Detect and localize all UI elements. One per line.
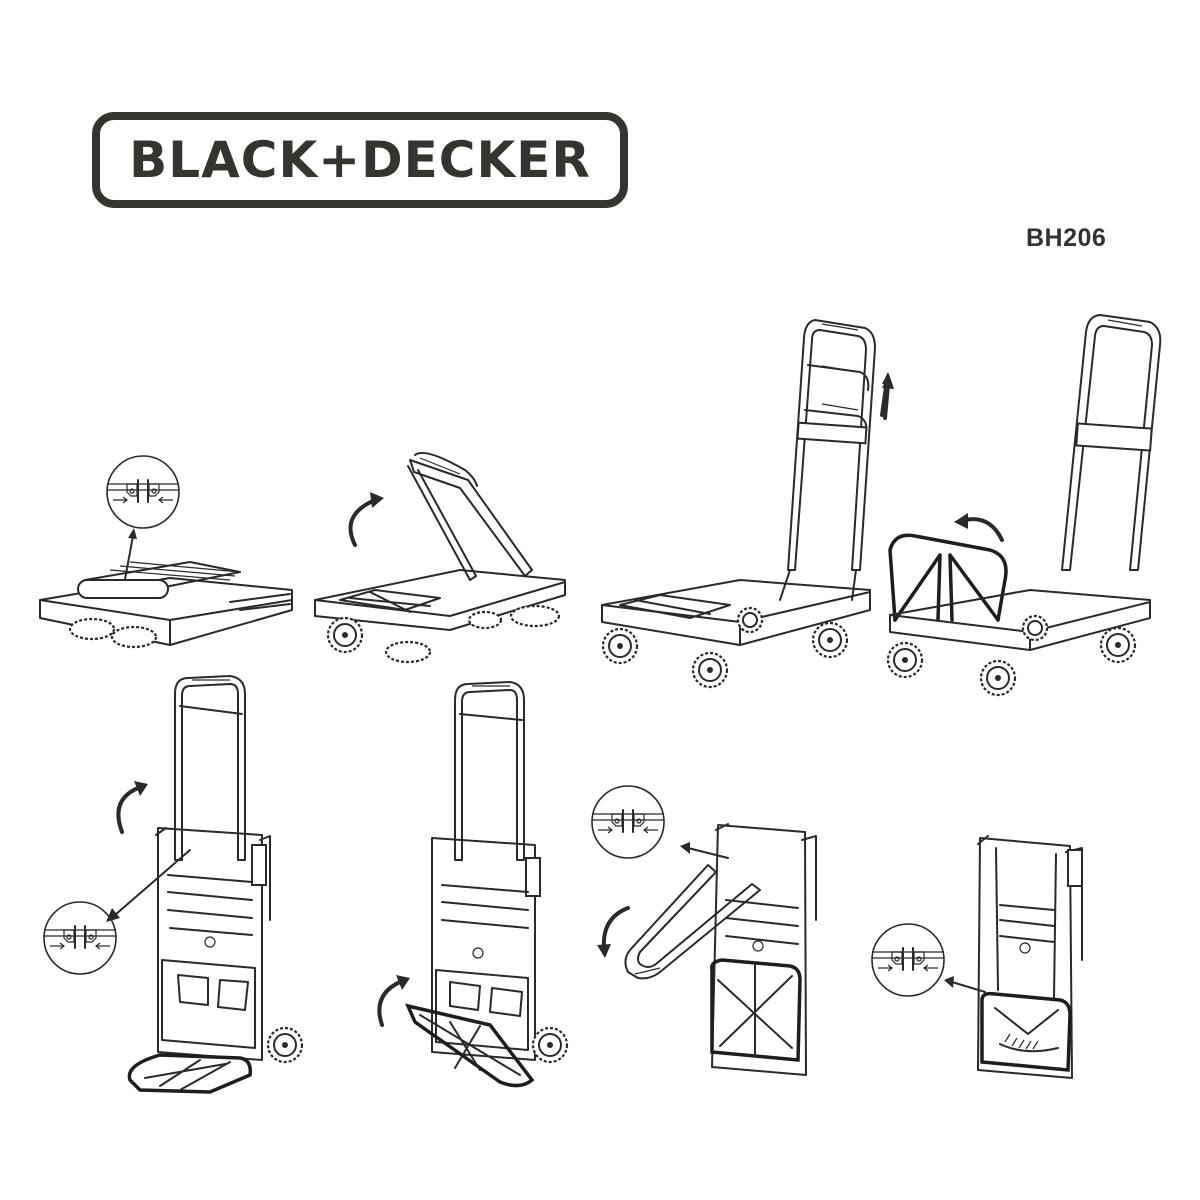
step-6-fold-noseplate-figure <box>360 670 600 1100</box>
curved-arrow-up-icon <box>116 786 140 834</box>
model-number: BH206 <box>1026 224 1107 252</box>
curved-arrow-up-icon <box>348 498 377 547</box>
arrow-up-icon <box>880 378 889 417</box>
curved-arrow-left-icon <box>963 517 1004 542</box>
latch-detail-callout-icon <box>106 455 180 529</box>
step-2-raise-handle-figure <box>300 430 580 680</box>
callout-pointer-arrow-icon <box>114 849 191 916</box>
brand-logo: BLACK+DECKER <box>92 112 628 208</box>
step-3-extend-handle-figure <box>590 300 894 700</box>
callout-pointer-arrow-icon <box>951 981 986 993</box>
curved-arrow-down-icon <box>601 906 630 950</box>
brand-logo-text: BLACK+DECKER <box>129 131 591 189</box>
callout-pointer-arrow-icon <box>687 847 729 859</box>
step-8-fully-folded-figure <box>860 820 1100 1090</box>
step-5-handtruck-figure <box>30 660 310 1100</box>
step-1-folded-cart-figure <box>30 440 310 660</box>
curved-arrow-up-icon <box>377 980 402 1027</box>
step-7-fold-handle-figure <box>580 780 840 1100</box>
step-4-raise-noseplate-figure <box>870 300 1170 700</box>
